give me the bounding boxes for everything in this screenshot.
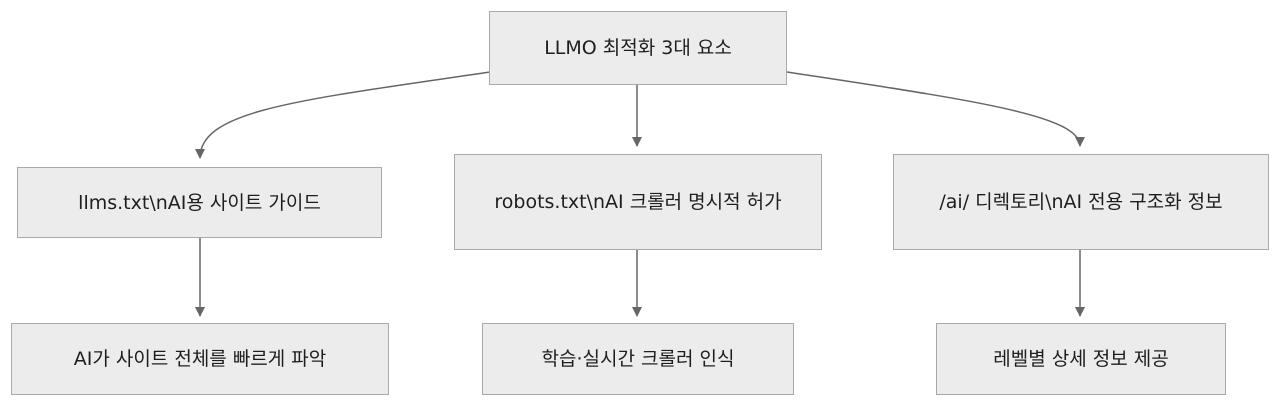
edge-root-to-llms: [195, 71, 491, 159]
level-detail-node: 레벨별 상세 정보 제공: [936, 323, 1226, 395]
crawler-recognition-node-label: 학습·실시간 크롤러 인식: [541, 348, 735, 370]
ai-directory-node-label: /ai/ 디렉토리\nAI 전용 구조화 정보: [939, 191, 1223, 213]
crawler-recognition-node: 학습·실시간 크롤러 인식: [482, 323, 794, 395]
llms-txt-node-label: llms.txt\nAI용 사이트 가이드: [78, 191, 321, 214]
robots-txt-node-label: robots.txt\nAI 크롤러 명시적 허가: [494, 191, 782, 213]
root-node-label: LLMO 최적화 3대 요소: [544, 37, 732, 59]
root-node: LLMO 최적화 3대 요소: [489, 11, 787, 85]
edge-root-to-ai-dir: [786, 71, 1085, 147]
robots-txt-node: robots.txt\nAI 크롤러 명시적 허가: [454, 154, 822, 250]
site-overview-node: AI가 사이트 전체를 빠르게 파악: [11, 323, 389, 395]
site-overview-node-label: AI가 사이트 전체를 빠르게 파악: [73, 348, 327, 370]
ai-directory-node: /ai/ 디렉토리\nAI 전용 구조화 정보: [893, 154, 1269, 250]
level-detail-node-label: 레벨별 상세 정보 제공: [993, 348, 1169, 370]
llms-txt-node: llms.txt\nAI용 사이트 가이드: [17, 167, 382, 238]
